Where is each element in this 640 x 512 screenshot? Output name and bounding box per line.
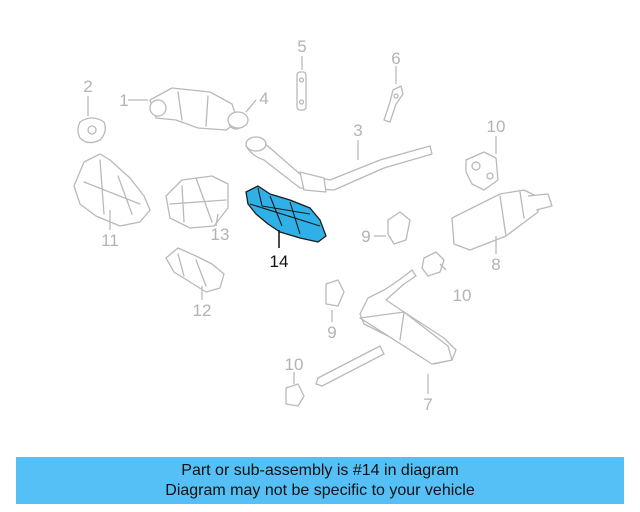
- callout-4: 4: [259, 89, 268, 108]
- callout-1: 1: [119, 91, 128, 110]
- callout-12: 12: [193, 301, 212, 320]
- callout-10-middle: 10: [453, 286, 472, 305]
- part-10-middle-hanger[interactable]: [421, 251, 445, 277]
- callout-6: 6: [391, 49, 400, 68]
- leader-10-middle: [439, 263, 447, 271]
- callout-7: 7: [423, 395, 432, 414]
- part-13-heat-shield[interactable]: [165, 175, 229, 229]
- part-9-middle-clamp[interactable]: [325, 279, 345, 307]
- callout-9-right: 9: [361, 227, 370, 246]
- callout-11: 11: [101, 231, 119, 250]
- part-10-lower-hanger[interactable]: [285, 383, 305, 407]
- part-10-upper-mount[interactable]: [465, 151, 499, 191]
- part-7-rear-muffler[interactable]: [315, 269, 457, 387]
- callout-5: 5: [297, 37, 306, 56]
- part-2-gasket[interactable]: [77, 117, 106, 144]
- part-4-clamp[interactable]: [227, 111, 249, 129]
- part-14-heat-shield[interactable]: [245, 185, 327, 243]
- callout-14: 14: [270, 252, 289, 271]
- callout-9-middle: 9: [327, 323, 336, 342]
- callout-8: 8: [491, 255, 500, 274]
- part-3-front-pipe[interactable]: [245, 136, 433, 193]
- caption-line-2: Diagram may not be specific to your vehi…: [165, 482, 475, 499]
- callout-2: 2: [83, 77, 92, 96]
- diagram-canvas: 5 6 2 1 4 3 10 11 13 14 9 8 10 12 9 7 10: [73, 37, 553, 414]
- part-9-right-clamp[interactable]: [387, 211, 411, 245]
- leader-4: [245, 99, 257, 113]
- caption-line-1: Part or sub-assembly is #14 in diagram: [181, 462, 459, 479]
- exhaust-parts-diagram: 5 6 2 1 4 3 10 11 13 14 9 8 10 12 9 7 10: [73, 37, 553, 414]
- part-11-heat-shield[interactable]: [73, 153, 151, 227]
- callout-13: 13: [211, 225, 230, 244]
- part-5-bracket[interactable]: [296, 71, 307, 111]
- leader-13: [215, 213, 219, 227]
- part-6-hanger[interactable]: [383, 85, 404, 123]
- part-12-heat-shield[interactable]: [165, 247, 225, 293]
- part-8-muffler[interactable]: [451, 189, 553, 251]
- caption-banner: Part or sub-assembly is #14 in diagram D…: [16, 457, 624, 504]
- callout-3: 3: [353, 121, 362, 140]
- callout-10-lower: 10: [285, 355, 304, 374]
- callout-10-upper: 10: [487, 117, 506, 136]
